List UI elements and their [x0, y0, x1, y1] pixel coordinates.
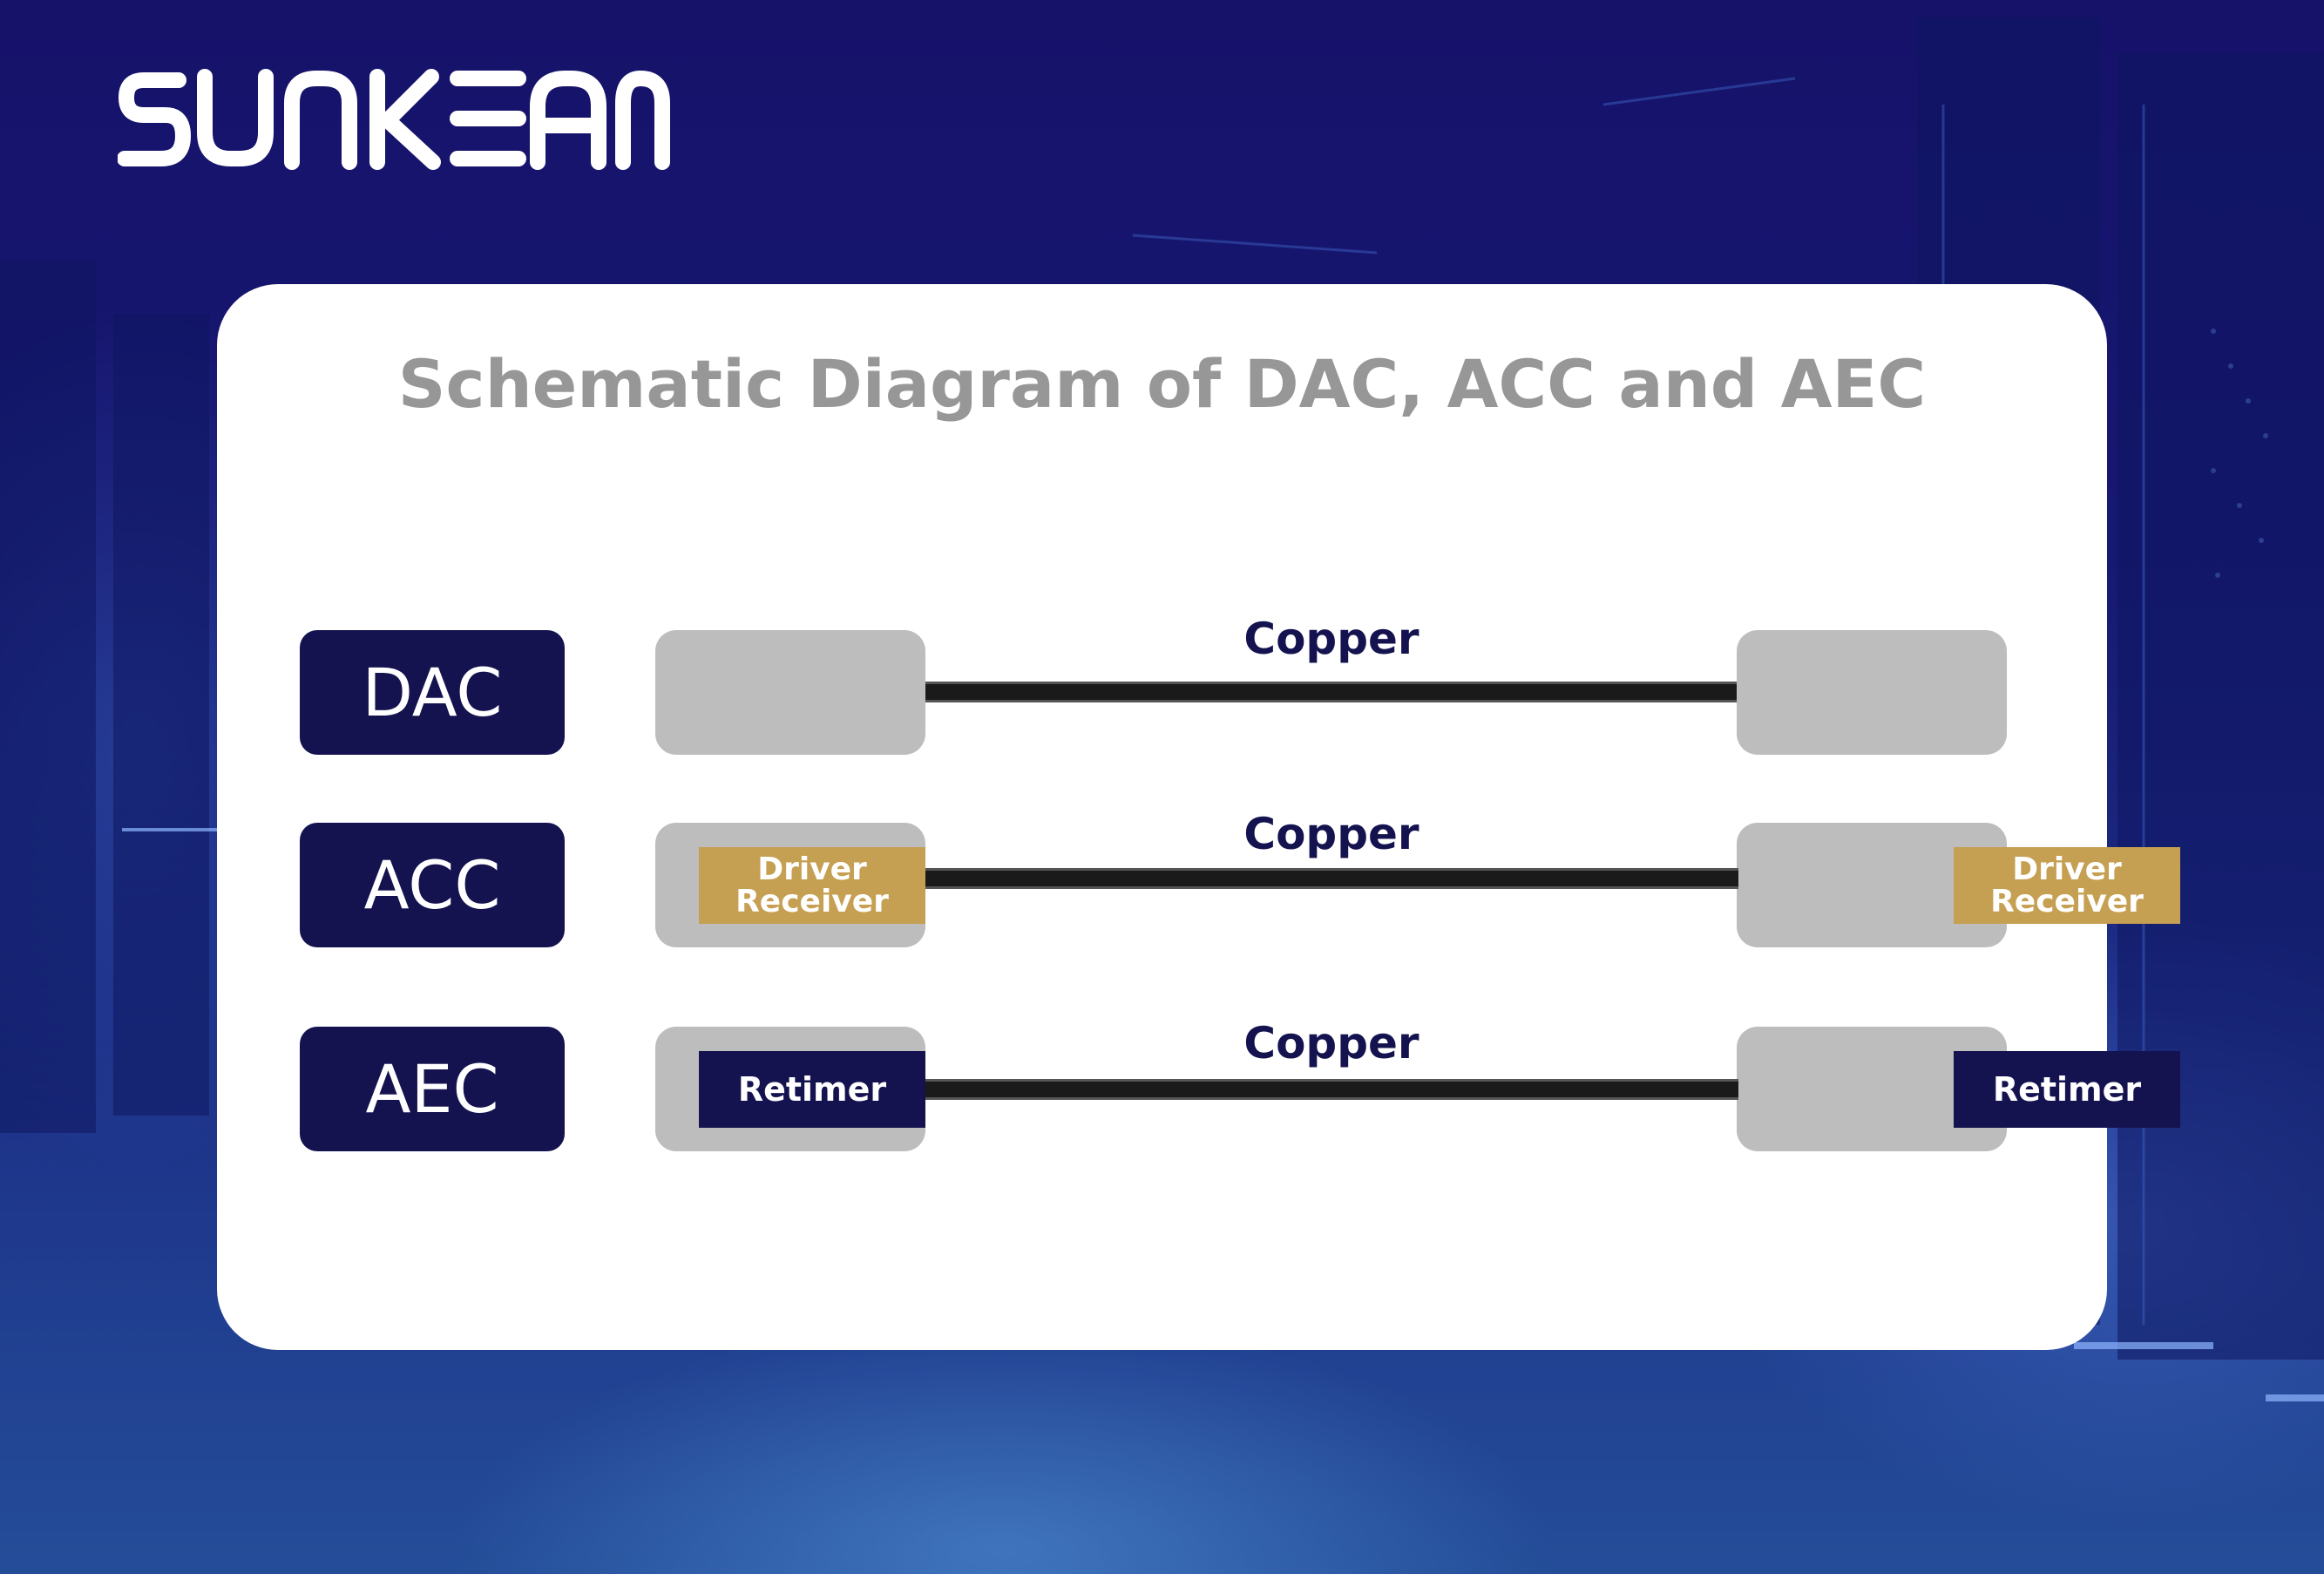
- driver-receiver-chip-left: Driver Receiver: [699, 847, 925, 924]
- driver-receiver-chip-right: Driver Receiver: [1954, 847, 2180, 924]
- cable-label-aec: Copper: [1243, 1018, 1419, 1069]
- diagram-card: Schematic Diagram of DAC, ACC and AEC DA…: [217, 284, 2180, 1350]
- row-label-dac: DAC: [300, 630, 565, 755]
- chip-line-driver: Driver: [757, 851, 867, 887]
- cable-label-dac: Copper: [1243, 614, 1419, 664]
- copper-cable-aec: [925, 1079, 1738, 1100]
- chip-line-driver: Driver: [2012, 851, 2122, 887]
- retimer-chip-right: Retimer: [1954, 1051, 2180, 1128]
- copper-cable-acc: [925, 868, 1738, 889]
- row-label-acc: ACC: [300, 823, 565, 947]
- copper-cable-dac: [925, 682, 1738, 702]
- row-label-aec: AEC: [300, 1027, 565, 1151]
- module-left-dac: [655, 630, 925, 755]
- retimer-chip-left: Retimer: [699, 1051, 925, 1128]
- module-right-dac: [1737, 630, 2007, 755]
- chip-line-receiver: Receiver: [735, 884, 889, 919]
- chip-line-receiver: Receiver: [1990, 884, 2144, 919]
- diagram-title: Schematic Diagram of DAC, ACC and AEC: [397, 345, 1927, 423]
- cable-label-acc: Copper: [1243, 809, 1419, 859]
- sunkean-logo: [118, 69, 670, 170]
